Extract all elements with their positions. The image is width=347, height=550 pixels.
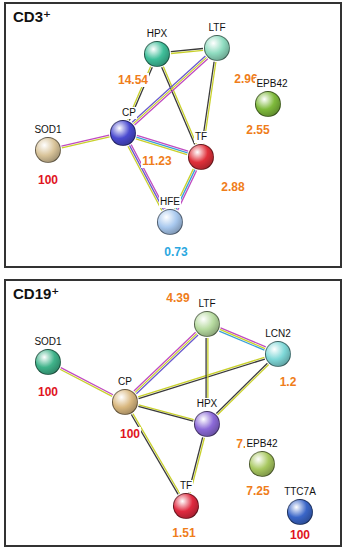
protein-circle <box>112 389 138 415</box>
protein-circle <box>157 209 183 235</box>
protein-circle <box>35 137 61 163</box>
protein-node: LCN2 1.2 <box>264 328 298 389</box>
evidence-line <box>136 335 198 394</box>
protein-node: LTF 4.39 <box>165 291 220 337</box>
evidence-line <box>139 405 194 420</box>
score-value: 14.54 <box>117 73 149 87</box>
evidence-line <box>138 357 264 397</box>
score-value: 1.51 <box>171 526 196 540</box>
score-value: 11.23 <box>141 154 172 168</box>
protein-circle <box>144 41 170 67</box>
interaction-edge <box>134 332 198 393</box>
protein-name: HPX <box>196 398 219 410</box>
score-value: 100 <box>37 385 59 399</box>
protein-circle <box>110 120 136 146</box>
evidence-line <box>220 329 265 348</box>
protein-node: TF 1.51 <box>171 480 199 540</box>
evidence-line <box>132 56 205 122</box>
protein-circle <box>255 91 281 117</box>
evidence-line <box>60 369 112 396</box>
protein-node: EPB42 2.55 <box>245 78 289 137</box>
protein-circle <box>173 493 199 519</box>
evidence-line <box>135 59 208 125</box>
evidence-line <box>216 363 267 413</box>
interaction-edge <box>61 135 109 148</box>
protein-node: HFE 0.73 <box>157 196 189 259</box>
interaction-edge <box>138 405 193 421</box>
protein-name: EPB42 <box>255 78 288 90</box>
protein-circle <box>204 35 230 61</box>
panel-box: CD19⁺LTF4.39LCN21.2SOD1100CP100HPX7.38EP… <box>4 279 342 547</box>
interaction-edge <box>162 67 197 145</box>
protein-circle <box>249 451 275 477</box>
interaction-edge <box>219 328 266 350</box>
score-value: 100 <box>37 173 59 187</box>
protein-name: EPB42 <box>245 438 278 450</box>
interaction-edge <box>132 56 208 125</box>
score-value: 2.55 <box>245 123 270 137</box>
protein-name: TF <box>179 480 193 492</box>
score-value: 0.73 <box>163 245 188 259</box>
protein-name: SOD1 <box>33 336 62 348</box>
interaction-edge <box>171 48 203 53</box>
interaction-edge <box>136 135 188 154</box>
protein-circle <box>265 341 291 367</box>
protein-name: LTF <box>207 22 226 34</box>
protein-circle <box>35 349 61 375</box>
protein-name: SOD1 <box>33 124 62 136</box>
evidence-line <box>138 406 193 421</box>
evidence-line <box>61 135 109 146</box>
protein-node: LTF2.96 <box>204 22 259 86</box>
protein-node: HPX 14.54 <box>117 28 171 87</box>
score-value: 4.39 <box>165 291 190 305</box>
evidence-line <box>133 57 206 123</box>
interaction-edge <box>216 363 268 415</box>
protein-node: TF 2.88 <box>188 131 246 194</box>
interaction-edge <box>131 414 179 495</box>
protein-node: EPB42 7.25 <box>245 438 279 498</box>
protein-node: CP 100 <box>112 376 142 441</box>
protein-name: LTF <box>197 298 216 310</box>
protein-name: CP <box>121 107 137 119</box>
evidence-line <box>136 137 187 153</box>
protein-name: HFE <box>159 196 181 208</box>
evidence-line <box>137 135 188 151</box>
interaction-edge <box>138 357 265 398</box>
score-value: 7.25 <box>245 484 270 498</box>
evidence-line <box>163 67 196 144</box>
evidence-line <box>133 414 180 494</box>
evidence-line <box>139 359 265 399</box>
evidence-line <box>136 139 187 155</box>
protein-circle <box>287 499 313 525</box>
protein-circle <box>188 144 214 170</box>
protein-name: CP <box>117 376 133 388</box>
protein-name: TF <box>194 131 208 143</box>
evidence-line <box>62 137 110 148</box>
evidence-line <box>218 364 269 414</box>
score-value: 1.2 <box>279 375 298 389</box>
protein-circle <box>194 311 220 337</box>
protein-node: SOD1 100 <box>33 124 63 187</box>
protein-circle <box>194 411 220 437</box>
panel-title: CD19⁺ <box>13 285 59 303</box>
evidence-line <box>162 67 195 144</box>
score-value: 100 <box>289 528 311 542</box>
score-value: 100 <box>119 427 141 441</box>
protein-node: SOD1 100 <box>33 336 63 399</box>
protein-node: CP 11.23 <box>110 107 173 168</box>
evidence-line <box>221 328 266 347</box>
interaction-edge <box>60 368 113 397</box>
panel-title: CD3⁺ <box>13 8 51 26</box>
evidence-line <box>219 331 264 350</box>
evidence-line <box>171 50 203 53</box>
panel-box: CD3⁺ HPX 14.54 LTF2.96EPB42 2.55 SOD1 100 CP 11.… <box>4 2 342 268</box>
protein-name: LCN2 <box>264 328 292 340</box>
protein-name: TTC7A <box>283 486 317 498</box>
evidence-line <box>61 368 113 395</box>
protein-name: HPX <box>146 28 169 40</box>
protein-node: TTC7A 100 <box>283 486 317 542</box>
score-value: 2.88 <box>220 180 245 194</box>
